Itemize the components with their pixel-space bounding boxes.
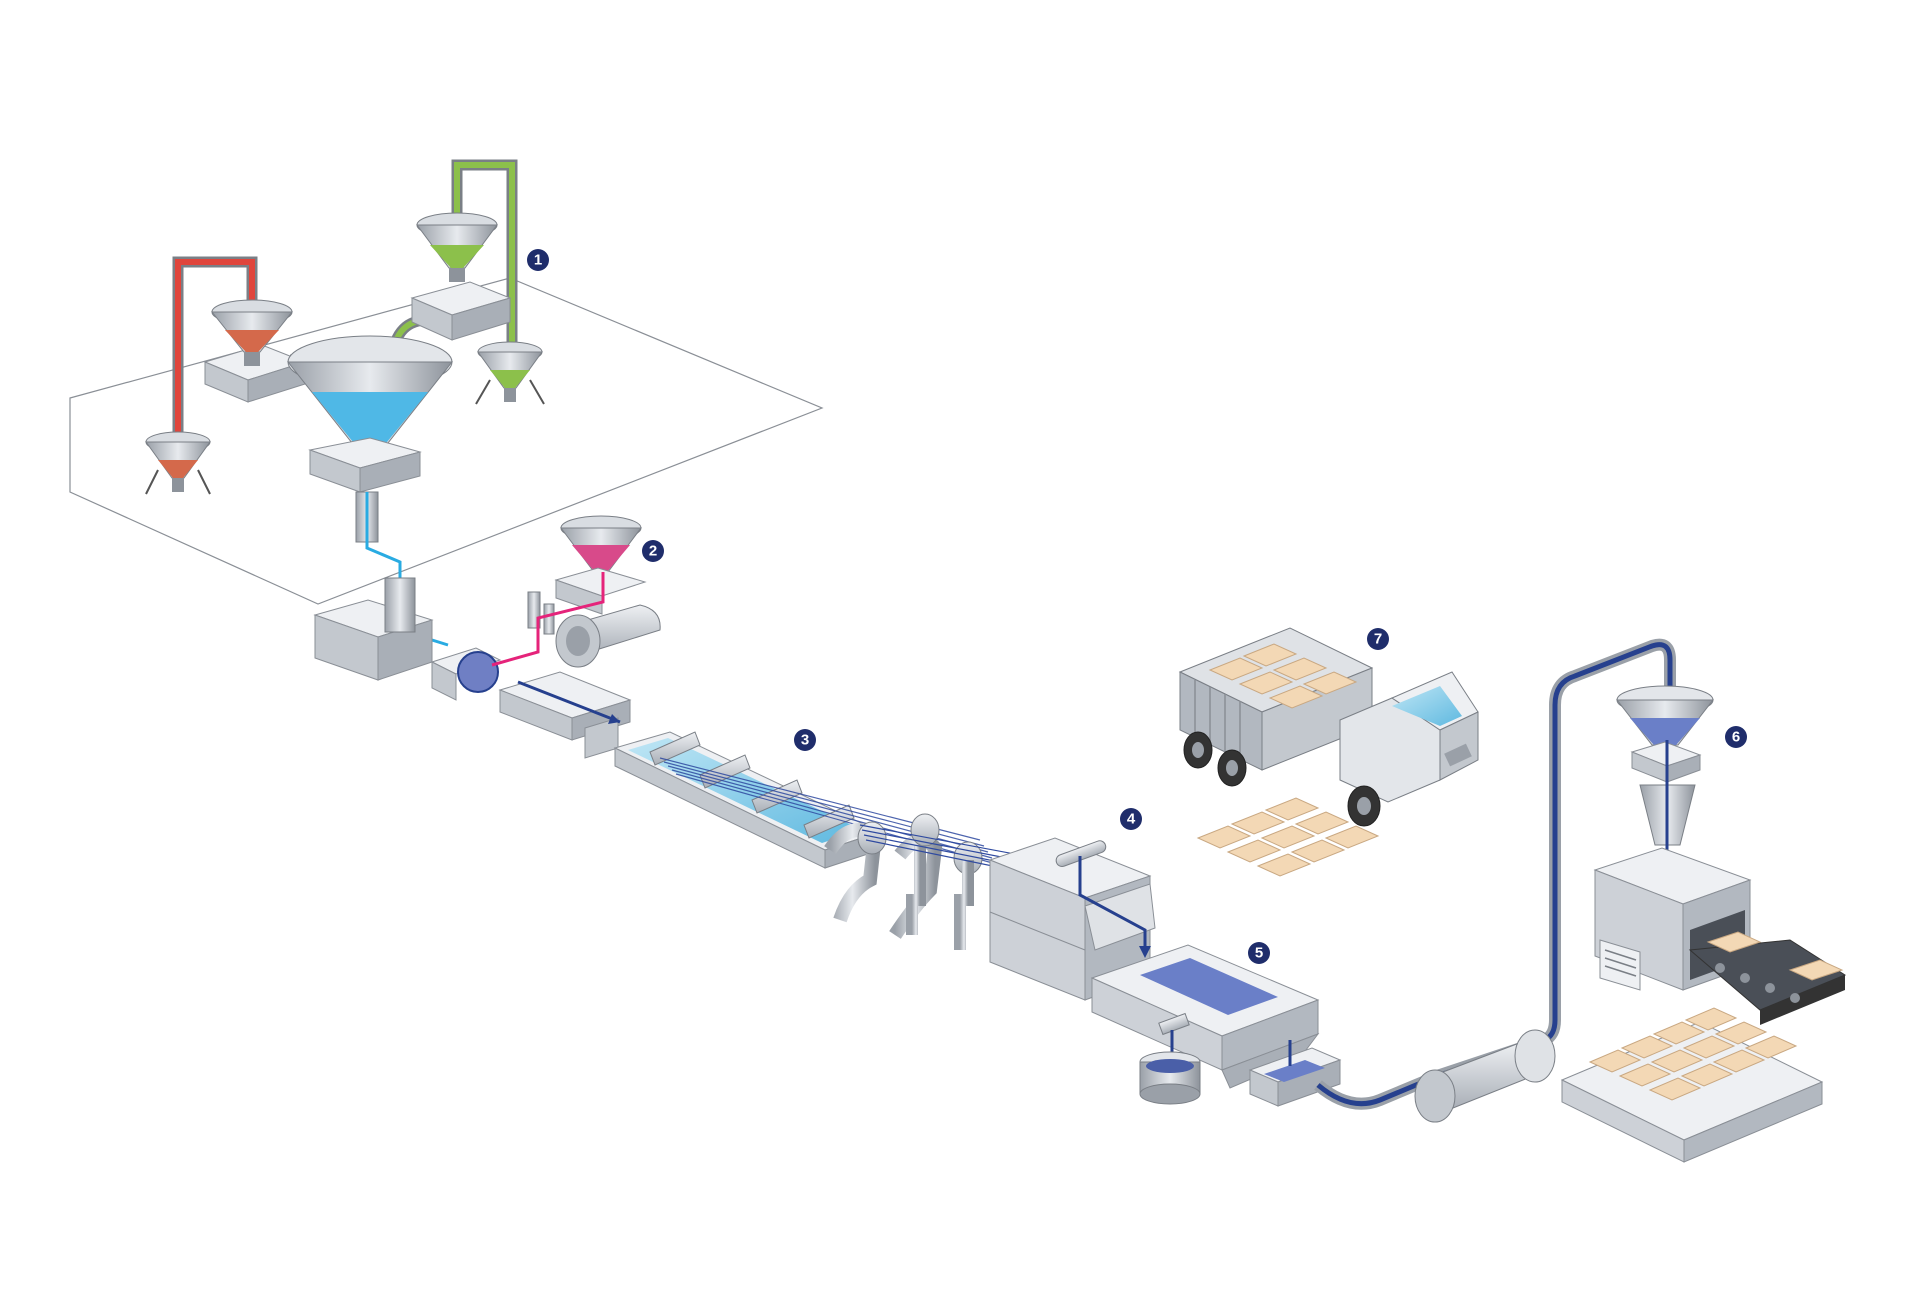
extruder-icon (527, 591, 661, 668)
step-number-5: 5 (1255, 945, 1263, 962)
magenta-feed-line (491, 572, 605, 667)
funnel-icon (286, 335, 454, 543)
step-badge-6: 6 (1725, 726, 1747, 748)
hopper-icon (210, 299, 294, 366)
step-badge-2: 2 (642, 540, 664, 562)
hopper-icon (145, 431, 211, 495)
hopper-icon (554, 515, 647, 615)
step-badge-5: 5 (1248, 942, 1270, 964)
mixer-icon (430, 647, 502, 701)
bag-stack (1208, 643, 1358, 709)
truck-icon (1178, 627, 1479, 827)
step-badge-1: 1 (527, 249, 549, 271)
navy-flow-arrow (517, 680, 621, 724)
step-badge-3: 3 (794, 729, 816, 751)
bag-stack (1588, 1007, 1798, 1101)
cooling-trough-icon (613, 731, 997, 869)
hopper-icon (475, 341, 545, 405)
step-number-7: 7 (1374, 631, 1382, 648)
mixer-group (313, 515, 661, 759)
bag-icon (1706, 931, 1844, 981)
feeder-base-right (410, 281, 512, 341)
pallet-icon (1560, 1007, 1824, 1163)
channel-icon (498, 671, 632, 759)
navy-drop-line (1078, 856, 1147, 952)
step-number-2: 2 (649, 543, 657, 560)
storage-tank-icon (1414, 1029, 1556, 1123)
step-number-4: 4 (1127, 811, 1136, 828)
packing-machine-icon (1593, 685, 1847, 1025)
feeder-group (145, 159, 545, 647)
sieve-tank-icon (1090, 944, 1342, 1107)
bag-stack-ground (1196, 797, 1380, 877)
step-badge-4: 4 (1120, 808, 1142, 830)
hopper-icon (416, 212, 498, 282)
step-number-6: 6 (1732, 729, 1740, 746)
extruder-base (313, 577, 434, 681)
step-badge-7: 7 (1367, 628, 1389, 650)
step-number-3: 3 (801, 732, 809, 749)
step-number-1: 1 (534, 252, 542, 269)
